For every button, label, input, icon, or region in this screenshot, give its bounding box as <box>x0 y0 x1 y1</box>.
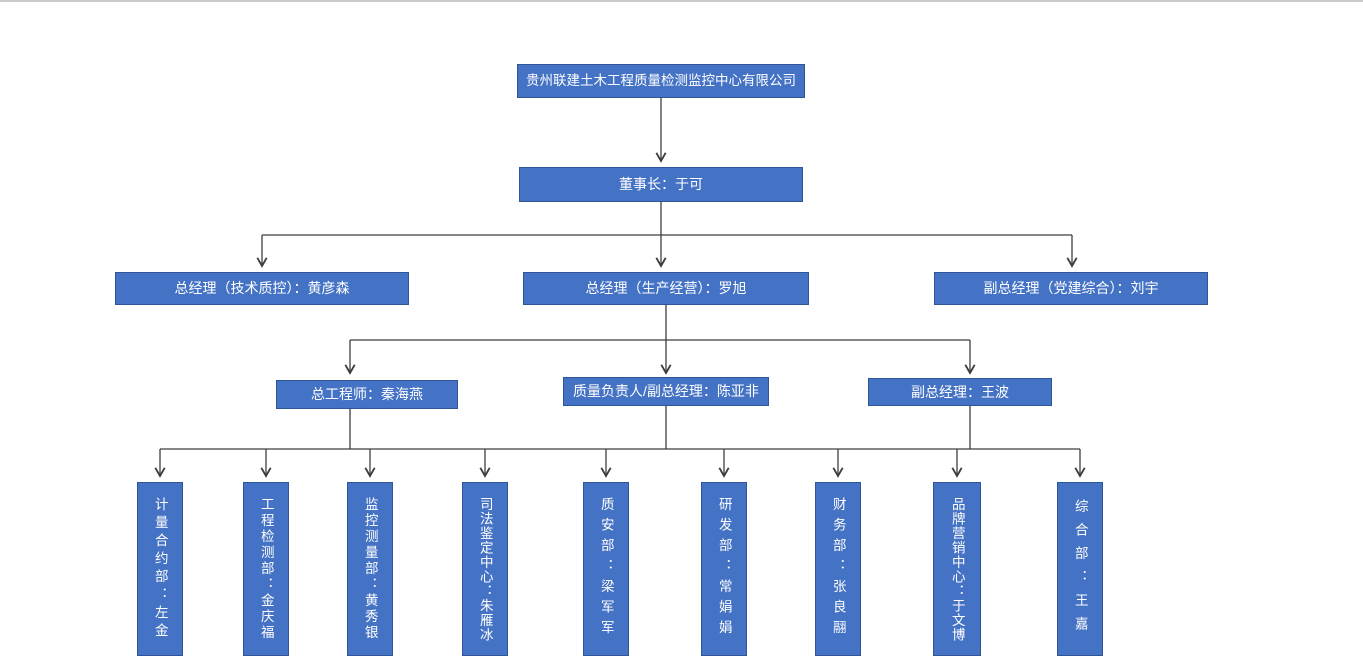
org-node-dept-metering-contract[interactable]: 计量合约部：左金 <box>137 482 183 656</box>
dept-label: 计量合约部：左金 <box>152 497 168 641</box>
org-node-dept-quality-safety[interactable]: 质安部：梁军军 <box>583 482 629 656</box>
org-node-dept-general[interactable]: 综合部：王嘉 <box>1057 482 1103 656</box>
org-node-chairman[interactable]: 董事长：于可 <box>519 167 803 202</box>
org-node-dgm-wangbo[interactable]: 副总经理：王波 <box>868 378 1052 406</box>
dept-label: 监控测量部：黄秀银 <box>362 497 378 641</box>
org-node-gm-tech[interactable]: 总经理（技术质控）：黄彦森 <box>115 272 409 305</box>
org-node-dept-research[interactable]: 研发部：常娟娟 <box>701 482 747 656</box>
org-node-dept-brand-marketing[interactable]: 品牌营销中心：于文博 <box>933 482 981 656</box>
org-node-company[interactable]: 贵州联建土木工程质量检测监控中心有限公司 <box>517 64 805 98</box>
org-node-dept-engineering-testing[interactable]: 工程检测部：金庆福 <box>243 482 289 656</box>
org-node-quality-dgm[interactable]: 质量负责人/副总经理：陈亚非 <box>563 377 769 406</box>
org-node-dept-judicial-appraisal[interactable]: 司法鉴定中心：朱雁冰 <box>462 482 508 656</box>
org-node-dgm-party[interactable]: 副总经理（党建综合）：刘宇 <box>934 272 1208 305</box>
org-node-dept-monitoring-survey[interactable]: 监控测量部：黄秀银 <box>347 482 393 656</box>
dept-label: 质安部：梁军军 <box>598 497 614 641</box>
dept-label: 司法鉴定中心：朱雁冰 <box>477 496 493 642</box>
dept-label: 品牌营销中心：于文博 <box>949 496 965 642</box>
org-node-gm-production[interactable]: 总经理（生产经营）：罗旭 <box>523 272 809 305</box>
dept-label: 财务部：张良翮 <box>830 497 846 641</box>
dept-label: 综合部：王嘉 <box>1072 498 1088 640</box>
dept-label: 工程检测部：金庆福 <box>258 497 274 641</box>
org-node-dept-finance[interactable]: 财务部：张良翮 <box>815 482 861 656</box>
org-node-chief-engineer[interactable]: 总工程师：秦海燕 <box>276 380 458 409</box>
dept-label: 研发部：常娟娟 <box>716 497 732 641</box>
